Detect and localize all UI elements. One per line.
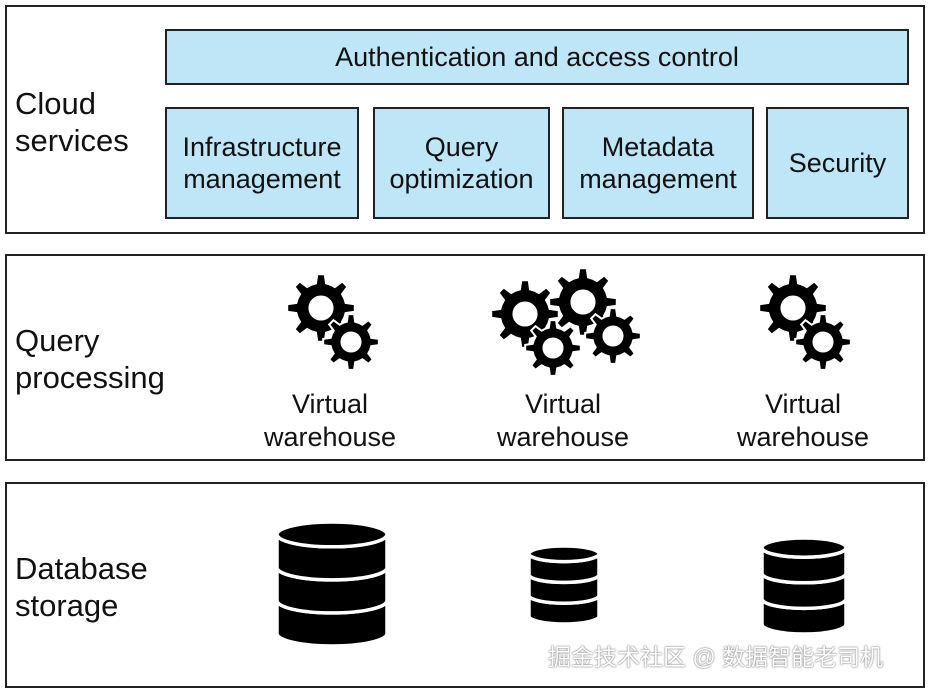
virtual-warehouse-label: Virtual warehouse [496,389,630,452]
gears-cluster-icon [490,267,642,377]
gear-small-icon [322,313,380,371]
gear-bottom-icon [524,319,582,377]
security-box: Security [766,107,909,219]
cloud-services-label: Cloud services [15,86,129,158]
cloud-services-layer: Cloud services Authentication and access… [5,5,925,234]
infrastructure-management-box: Infrastructure management [165,107,359,219]
metadata-management-box: Metadata management [562,107,754,219]
database-icon [275,520,389,648]
auth-access-control-box: Authentication and access control [165,29,909,85]
database-top [760,536,848,559]
gears-icon [286,273,380,371]
database-storage-layer: Database storage [5,482,925,688]
query-processing-layer: Query processing Virtual wareho [5,254,925,461]
database-storage-label: Database storage [15,551,148,623]
gear-small-icon [794,313,852,371]
gears-icon [758,273,852,371]
gear-right-icon [584,307,642,365]
database-icon [527,544,601,626]
virtual-warehouse-label: Virtual warehouse [736,389,870,452]
watermark: 掘金技术社区 @ 数据智能老司机 [548,644,884,670]
query-processing-label: Query processing [15,323,165,395]
database-top [275,520,389,549]
virtual-warehouse-label: Virtual warehouse [263,389,397,452]
database-icon [760,536,848,636]
query-optimization-box: Query optimization [373,107,550,219]
database-top [527,544,601,564]
